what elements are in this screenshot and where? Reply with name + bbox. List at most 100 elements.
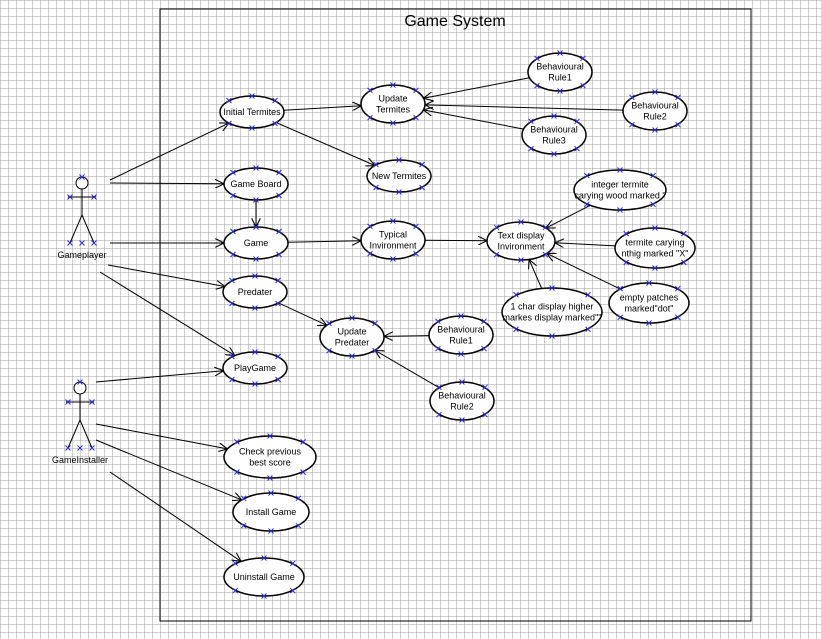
connector-gameplayer-to-play-game[interactable] bbox=[99, 271, 235, 356]
selection-handle[interactable] bbox=[458, 351, 464, 357]
selection-handle[interactable] bbox=[77, 379, 83, 385]
selection-handle[interactable] bbox=[459, 379, 465, 385]
selection-handle[interactable] bbox=[513, 326, 519, 333]
connector-behav-rule2-top-to-update-termites[interactable] bbox=[425, 105, 624, 111]
selection-handle[interactable] bbox=[584, 201, 590, 208]
selection-handle[interactable] bbox=[65, 445, 71, 451]
selection-handle[interactable] bbox=[482, 411, 488, 418]
selection-handle[interactable] bbox=[459, 417, 465, 423]
selection-handle[interactable] bbox=[650, 172, 656, 179]
selection-handle[interactable] bbox=[528, 145, 534, 152]
connector-gameinstaller-to-check-previous[interactable] bbox=[95, 423, 228, 449]
selection-handle[interactable] bbox=[89, 445, 95, 451]
selection-handle[interactable] bbox=[276, 251, 282, 258]
selection-handle[interactable] bbox=[253, 256, 259, 262]
selection-handle[interactable] bbox=[79, 174, 85, 180]
selection-handle[interactable] bbox=[652, 89, 658, 95]
selection-handle[interactable] bbox=[240, 495, 247, 502]
connector-gameplayer-to-initial-termites[interactable] bbox=[109, 123, 229, 181]
selection-handle[interactable] bbox=[646, 280, 652, 286]
selection-handle[interactable] bbox=[574, 118, 580, 125]
selection-handle[interactable] bbox=[91, 240, 97, 246]
selection-handle[interactable] bbox=[617, 167, 623, 173]
selection-handle[interactable] bbox=[349, 353, 355, 359]
selection-handle[interactable] bbox=[646, 320, 652, 326]
selection-handle[interactable] bbox=[585, 326, 591, 333]
selection-handle[interactable] bbox=[390, 218, 396, 224]
selection-handle[interactable] bbox=[396, 157, 402, 163]
selection-handle[interactable] bbox=[230, 251, 236, 258]
selection-handle[interactable] bbox=[617, 207, 623, 213]
selection-handle[interactable] bbox=[249, 125, 255, 131]
selection-handle[interactable] bbox=[226, 120, 232, 127]
selection-handle[interactable] bbox=[580, 82, 586, 89]
selection-handle[interactable] bbox=[230, 228, 236, 235]
selection-handle[interactable] bbox=[518, 219, 524, 225]
connector-typical-environment-to-text-display[interactable] bbox=[424, 240, 487, 241]
selection-handle[interactable] bbox=[89, 399, 95, 405]
selection-handle[interactable] bbox=[240, 522, 247, 529]
selection-handle[interactable] bbox=[295, 495, 302, 502]
selection-handle[interactable] bbox=[229, 376, 235, 383]
selection-handle[interactable] bbox=[513, 291, 519, 298]
selection-handle[interactable] bbox=[458, 313, 464, 319]
connector-predater-to-update-predater[interactable] bbox=[278, 302, 327, 325]
selection-handle[interactable] bbox=[249, 93, 255, 99]
selection-handle[interactable] bbox=[77, 445, 83, 451]
selection-handle[interactable] bbox=[680, 259, 687, 266]
selection-handle[interactable] bbox=[542, 224, 549, 231]
selection-handle[interactable] bbox=[436, 384, 442, 391]
selection-handle[interactable] bbox=[534, 55, 540, 62]
selection-handle[interactable] bbox=[542, 251, 549, 258]
selection-handle[interactable] bbox=[300, 439, 306, 445]
selection-handle[interactable] bbox=[482, 384, 488, 391]
selection-handle[interactable] bbox=[300, 469, 306, 475]
selection-handle[interactable] bbox=[229, 353, 235, 360]
selection-handle[interactable] bbox=[230, 192, 236, 199]
selection-handle[interactable] bbox=[276, 192, 282, 199]
actor-gameinstaller[interactable]: GameInstaller bbox=[52, 379, 108, 466]
use-case-play-game[interactable]: PlayGame bbox=[222, 349, 288, 387]
selection-handle[interactable] bbox=[650, 201, 656, 208]
use-case-new-termites[interactable]: New Termites bbox=[366, 157, 432, 195]
selection-handle[interactable] bbox=[652, 225, 658, 231]
selection-handle[interactable] bbox=[289, 560, 296, 567]
selection-handle[interactable] bbox=[367, 250, 373, 257]
selection-handle[interactable] bbox=[276, 228, 282, 235]
selection-handle[interactable] bbox=[493, 224, 500, 231]
selection-handle[interactable] bbox=[226, 97, 232, 104]
selection-handle[interactable] bbox=[652, 265, 658, 271]
selection-handle[interactable] bbox=[253, 197, 259, 203]
selection-handle[interactable] bbox=[232, 560, 239, 567]
selection-handle[interactable] bbox=[413, 114, 419, 121]
selection-handle[interactable] bbox=[481, 345, 487, 352]
selection-handle[interactable] bbox=[252, 305, 258, 311]
connector-initial-termites-to-update-termites[interactable] bbox=[283, 106, 361, 110]
selection-handle[interactable] bbox=[229, 300, 235, 307]
connector-behav-rule2-bottom-to-update-predater[interactable] bbox=[375, 350, 440, 389]
selection-handle[interactable] bbox=[253, 224, 259, 230]
use-case-game-board[interactable]: Game Board bbox=[223, 165, 289, 203]
selection-handle[interactable] bbox=[229, 277, 235, 284]
actor-gameplayer[interactable]: Gameplayer bbox=[57, 174, 107, 261]
selection-handle[interactable] bbox=[419, 184, 425, 191]
selection-handle[interactable] bbox=[276, 169, 282, 176]
selection-handle[interactable] bbox=[234, 469, 240, 475]
selection-handle[interactable] bbox=[252, 349, 258, 355]
selection-handle[interactable] bbox=[549, 333, 555, 339]
selection-handle[interactable] bbox=[275, 300, 281, 307]
connector-gameinstaller-to-install-game[interactable] bbox=[95, 439, 242, 500]
connector-behav-rule1-top-to-update-termites[interactable] bbox=[424, 77, 530, 98]
selection-handle[interactable] bbox=[267, 433, 273, 439]
selection-handle[interactable] bbox=[67, 194, 73, 200]
selection-handle[interactable] bbox=[557, 50, 563, 56]
selection-handle[interactable] bbox=[367, 223, 373, 230]
connector-gameplayer-to-predater[interactable] bbox=[107, 264, 225, 287]
